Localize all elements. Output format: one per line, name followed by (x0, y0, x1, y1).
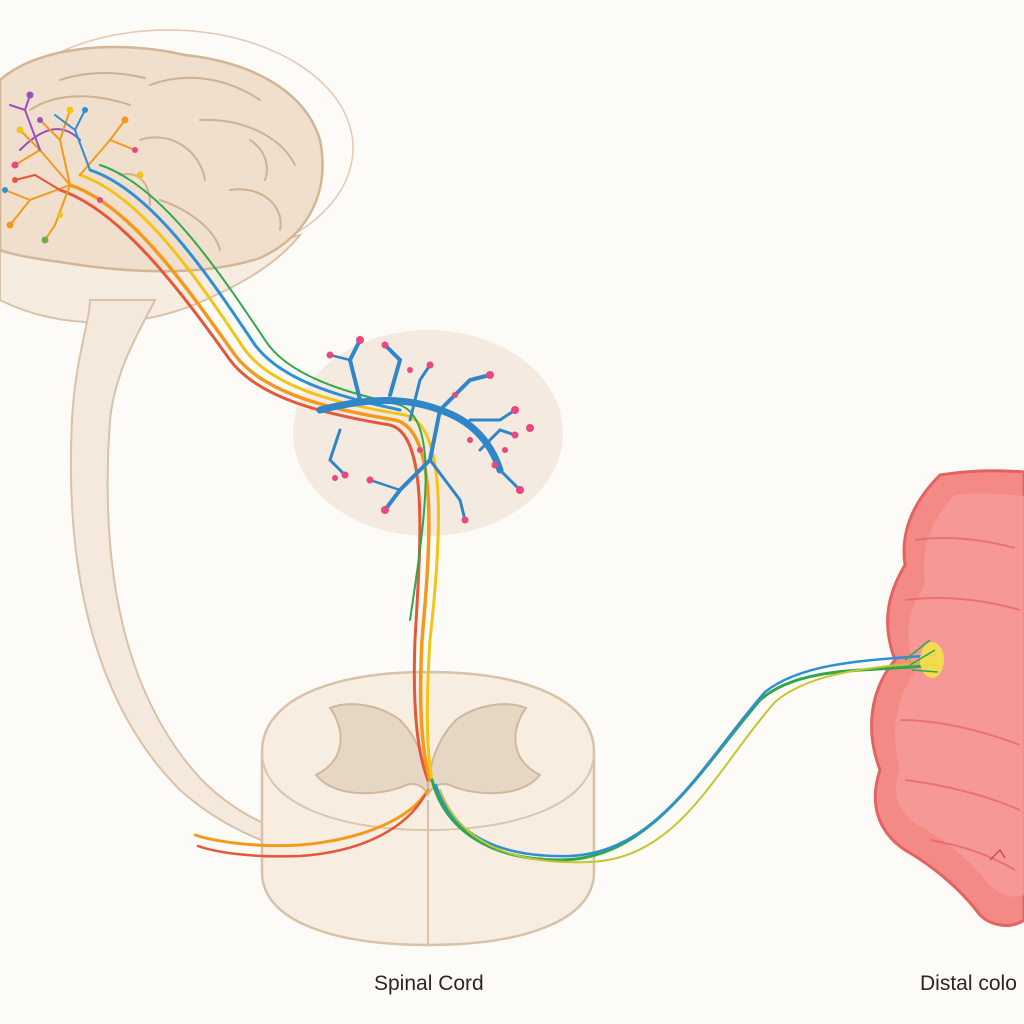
spinal-cord-label: Spinal Cord (374, 972, 484, 995)
pathway-yellow (78, 173, 441, 782)
pathway-blue (88, 168, 402, 412)
neural-pathways (19, 128, 941, 864)
pathway-red-return (196, 793, 427, 858)
colon-nerve-terminal (904, 639, 1006, 861)
ganglion-dots (326, 336, 534, 524)
distal-colon (870, 469, 1024, 927)
cortical-neurons (4, 94, 136, 241)
pathway-orange (68, 183, 432, 782)
pathway-orange-return (193, 788, 430, 848)
brain (0, 29, 354, 324)
pathway-red (58, 188, 430, 782)
ganglion-neurons (316, 338, 522, 522)
pathway-yellow-colon (439, 659, 941, 864)
pathway-green (99, 164, 427, 621)
ganglion-halo (293, 330, 563, 536)
spinal-cord (260, 670, 596, 947)
distal-colon-label: Distal colo (920, 972, 1017, 995)
pathway-blue-colon (434, 653, 937, 858)
cortical-neuron-dots (2, 91, 144, 244)
